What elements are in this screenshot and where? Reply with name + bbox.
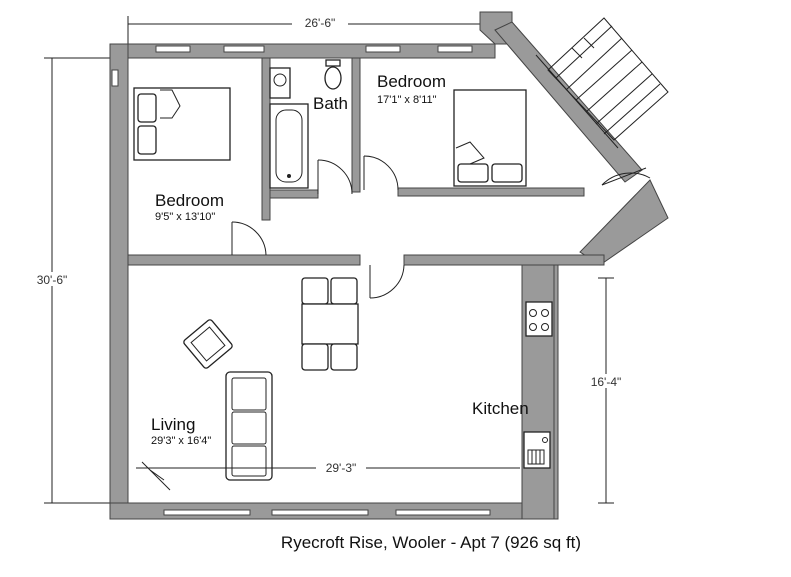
overall-width-label: 26'-6" bbox=[305, 16, 336, 30]
living-width-label: 29'-3" bbox=[326, 461, 357, 475]
sofa bbox=[225, 371, 273, 481]
doors bbox=[231, 155, 651, 299]
bed-bedroom1 bbox=[133, 87, 231, 161]
overall-height-label: 30'-6" bbox=[37, 273, 68, 287]
bedroom1-dims: 9'5" x 13'10" bbox=[155, 211, 215, 223]
kitchen-height-label: 16'-4" bbox=[591, 375, 622, 389]
windows bbox=[111, 45, 619, 516]
living-name: Living bbox=[151, 415, 195, 434]
bedroom2-dims: 17'1" x 8'11" bbox=[377, 94, 437, 106]
bath-name: Bath bbox=[313, 94, 348, 113]
bedroom2-name: Bedroom bbox=[377, 72, 446, 91]
bedroom1-name: Bedroom bbox=[155, 191, 224, 210]
living-dims: 29'3" x 16'4" bbox=[151, 435, 211, 447]
exterior-stairs bbox=[547, 17, 669, 141]
kitchen-fixtures bbox=[523, 301, 553, 469]
bath-fixtures bbox=[269, 59, 342, 189]
dimension-left bbox=[28, 57, 110, 504]
bed-bedroom2 bbox=[453, 89, 527, 187]
dimension-right bbox=[584, 277, 630, 504]
armchair bbox=[183, 319, 233, 369]
dining-table bbox=[301, 277, 359, 371]
plan-caption: Ryecroft Rise, Wooler - Apt 7 (926 sq ft… bbox=[281, 533, 581, 552]
dimension-living bbox=[136, 461, 520, 491]
kitchen-name: Kitchen bbox=[472, 399, 529, 418]
